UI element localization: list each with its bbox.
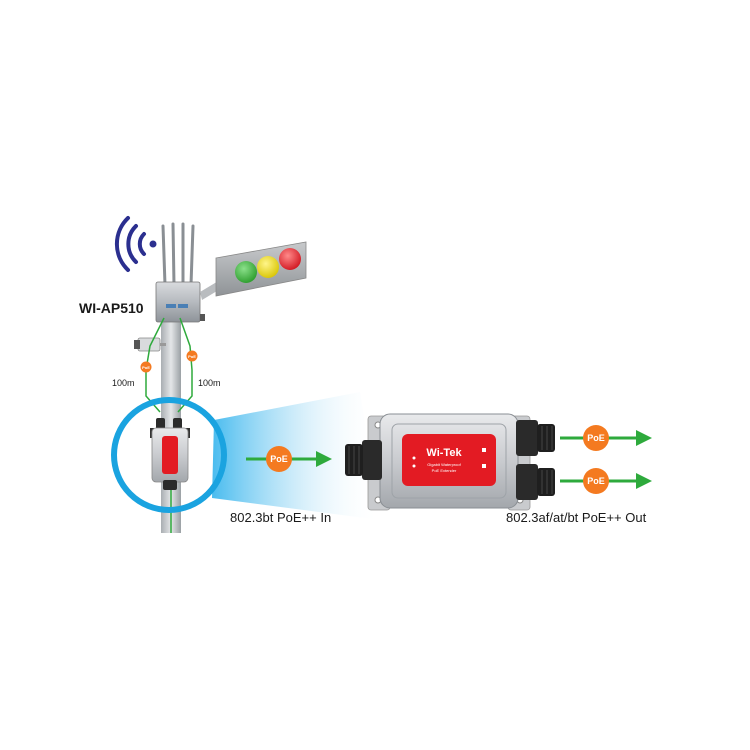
access-point-label: WI-AP510: [79, 300, 144, 316]
input-cable-gland: [345, 440, 382, 480]
poe-badge-small-left: PoE: [140, 361, 152, 373]
projection-beam: [212, 392, 380, 520]
access-point-device: [155, 281, 205, 323]
brand-label: Wi-Tek: [426, 447, 462, 459]
wifi-signal-icon: [114, 216, 157, 272]
input-caption: 802.3bt PoE++ In: [230, 510, 331, 525]
left-distance-label: 100m: [112, 378, 135, 388]
poe-badge-small-right-label: PoE: [188, 354, 196, 359]
output-cable-gland-top: [516, 420, 555, 456]
right-distance-label: 100m: [198, 378, 221, 388]
large-poe-extender: Wi-Tek Gigabit Waterproof PoE Extender: [367, 413, 531, 511]
small-poe-extender: [150, 418, 190, 490]
output-caption: 802.3af/at/bt PoE++ Out: [506, 510, 647, 525]
poe-badge-output-top: PoE: [583, 425, 609, 451]
poe-badge-output-top-label: PoE: [587, 433, 605, 443]
antenna-icon: [161, 222, 195, 287]
product-line1: Gigabit Waterproof: [427, 462, 461, 467]
poe-badge-input: PoE: [266, 446, 292, 472]
poe-badge-small-left-label: PoE: [142, 365, 150, 370]
output-cable-gland-bottom: [516, 464, 555, 500]
poe-badge-input-label: PoE: [270, 454, 288, 464]
product-line2: PoE Extender: [432, 468, 457, 473]
poe-badge-output-bottom-label: PoE: [587, 476, 605, 486]
traffic-light: [215, 241, 307, 297]
poe-badge-small-right: PoE: [186, 350, 198, 362]
surveillance-camera-icon: [134, 337, 166, 352]
poe-badge-output-bottom: PoE: [583, 468, 609, 494]
zoom-highlight-circle: [111, 397, 227, 513]
